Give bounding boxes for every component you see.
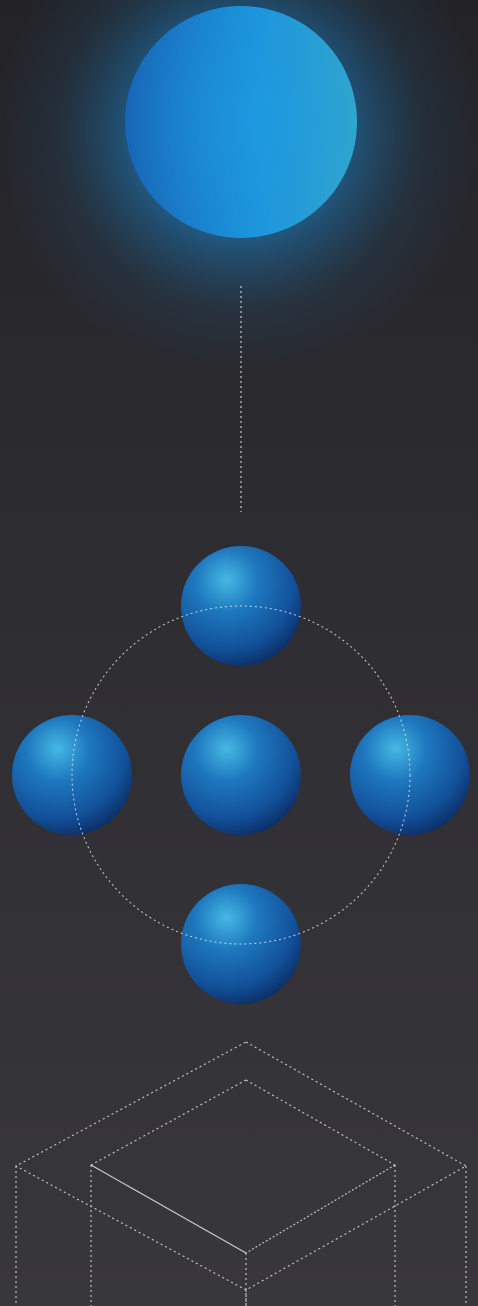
sphere-center — [181, 715, 301, 835]
nested-isometric-cubes-icon — [16, 1042, 466, 1306]
glowing-circle-icon — [0, 0, 478, 375]
five-spheres-cluster-icon — [12, 546, 470, 1004]
outer-cube-outline — [16, 1042, 466, 1306]
inner-cube-outline — [91, 1080, 395, 1306]
disc-shading — [125, 6, 357, 238]
